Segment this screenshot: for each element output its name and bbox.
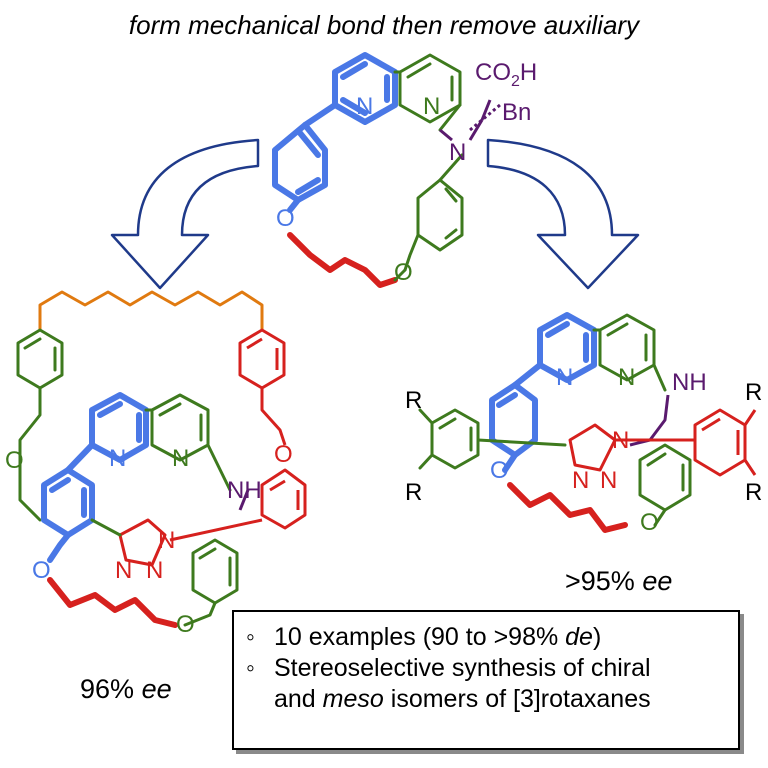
left-triazole <box>118 518 167 567</box>
scheme-title: form mechanical bond then remove auxilia… <box>129 10 641 40</box>
right-atom-o-blue: O <box>490 457 509 484</box>
top-atom-o-blue: O <box>276 205 295 232</box>
left-rotaxane <box>16 290 307 628</box>
left-atom-n-green: N <box>172 445 189 472</box>
left-ee-label: 96% ee <box>80 674 172 704</box>
right-atom-n-green: N <box>618 364 635 391</box>
right-atom-nh: NH <box>672 369 707 396</box>
top-atom-n-amine: N <box>449 139 466 166</box>
bullet-marker: ◦ <box>246 654 255 682</box>
summary-box: ◦ 10 examples (90 to >98% de) ◦ Stereose… <box>232 610 740 750</box>
bn-label: Bn <box>502 99 531 126</box>
left-atom-o-green: O <box>176 611 195 638</box>
top-macrocycle <box>272 52 501 288</box>
summary-item-stereoselective-text: Stereoselective synthesis of chiral <box>274 654 651 682</box>
top-phenyl-green <box>416 178 464 252</box>
co2h-label: CO2H <box>475 59 537 90</box>
left-atom-n-blue: N <box>109 445 126 472</box>
right-triazole-n1: N <box>612 427 629 454</box>
right-triazole-n2: N <box>572 467 589 494</box>
left-alkyl-chain <box>47 577 178 628</box>
left-atom-o-blue: O <box>32 557 51 584</box>
left-triazole-n2: N <box>115 557 132 584</box>
orange-linker <box>38 290 264 330</box>
summary-item-stereoselective-continued: and meso isomers of [3]rotaxanes <box>274 685 651 713</box>
right-r-green-top: R <box>405 387 422 414</box>
top-alkyl-chain <box>287 232 398 288</box>
summary-item-stereoselective: ◦ Stereoselective synthesis of chiral <box>246 653 726 684</box>
summary-item-examples: ◦ 10 examples (90 to >98% de) <box>246 622 726 653</box>
right-r-red-top: R <box>745 379 762 406</box>
left-triazole-n3: N <box>146 557 163 584</box>
left-atom-o-top: O <box>5 447 24 474</box>
right-atom-n-blue: N <box>556 364 573 391</box>
left-atom-o-red: O <box>274 441 293 468</box>
bullet-marker: ◦ <box>246 623 255 651</box>
right-product <box>418 312 757 533</box>
summary-item-examples-text: 10 examples (90 to >98% de) <box>274 623 602 651</box>
top-atom-n-blue: N <box>356 93 373 120</box>
right-curved-arrow <box>486 138 640 290</box>
left-curved-arrow <box>110 138 260 290</box>
right-atom-o-green: O <box>640 509 659 536</box>
right-triazole-n3: N <box>600 467 617 494</box>
top-atom-o-green: O <box>394 259 413 286</box>
right-ee-label: >95% ee <box>565 566 672 596</box>
right-r-red-bottom: R <box>745 479 762 506</box>
left-triazole-n1: N <box>158 527 175 554</box>
right-triazole <box>568 423 617 472</box>
right-r-green-bottom: R <box>405 479 422 506</box>
left-atom-nh: NH <box>227 477 262 504</box>
top-atom-n-green: N <box>423 93 440 120</box>
right-alkyl-chain <box>507 482 628 533</box>
left-phenyl-red-lower <box>260 468 307 530</box>
